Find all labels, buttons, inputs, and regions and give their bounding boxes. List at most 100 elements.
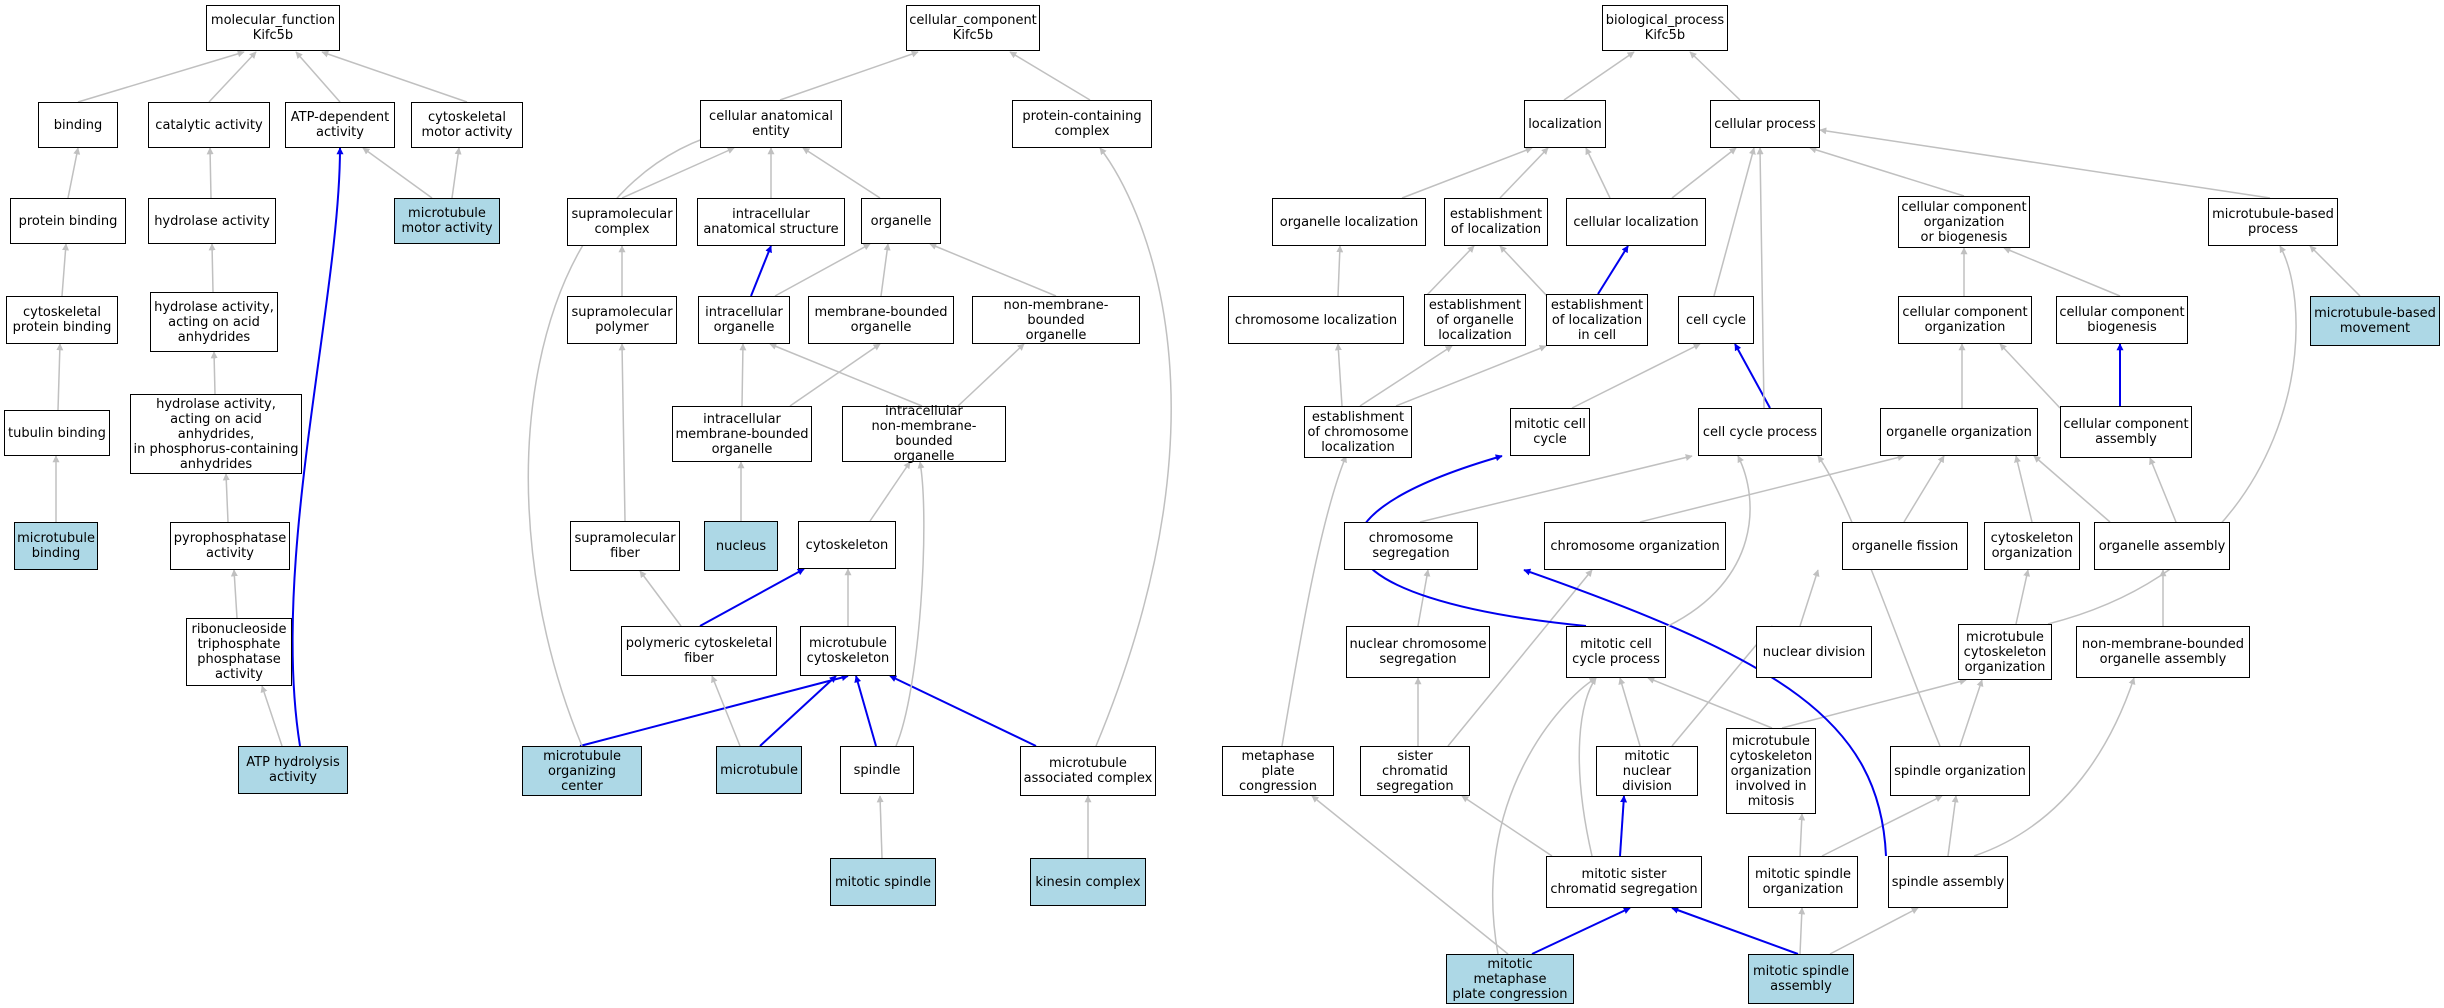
edge-15 [260,685,283,747]
node-hydrolase-activity[interactable]: hydrolase activity [148,198,276,244]
node-kinesin-complex[interactable]: kinesin complex [1030,858,1146,906]
edge-11 [210,351,218,395]
node-microtubule-cytoskeleton[interactable]: microtubule cytoskeleton [800,626,896,676]
edge-106 [1667,455,1751,627]
node-cytoskeletal-protein-binding[interactable]: cytoskeletal protein binding [6,296,118,344]
node-localization[interactable]: localization [1524,100,1606,148]
node-supramolecular-fiber[interactable]: supramolecular fiber [570,521,680,571]
node-microtubule-associated-complex[interactable]: microtubule associated complex [1020,746,1156,796]
node-cytoskeleton-organization[interactable]: cytoskeleton organization [1984,522,2080,570]
node-atp-dependent-activity[interactable]: ATP-dependent activity [285,102,395,148]
node-establishment-of-chromosome-localization[interactable]: establishment of chromosome localization [1304,406,1412,458]
edge-31 [618,343,626,522]
node-protein-binding[interactable]: protein binding [10,198,126,244]
node-organelle[interactable]: organelle [861,198,941,244]
node-chromosome-segregation[interactable]: chromosome segregation [1344,522,1478,570]
edge-103 [1829,907,1919,955]
node-cellular-anatomical-entity[interactable]: cellular anatomical entity [700,100,842,148]
node-mf-root[interactable]: molecular_function Kifc5b [206,5,340,51]
edge-86 [1671,625,1773,747]
edge-14 [230,569,238,619]
node-mitotic-spindle-organization[interactable]: mitotic spindle organization [1748,856,1858,908]
node-microtubule-cytoskeleton-organization-involved-in-mitosis[interactable]: microtubule cytoskeleton organization in… [1726,728,1816,814]
node-organelle-assembly[interactable]: organelle assembly [2094,522,2230,570]
edge-98 [1311,795,1509,955]
node-hydrolase-phosphorus[interactable]: hydrolase activity, acting on acid anhyd… [130,394,302,474]
node-microtubule-motor-activity[interactable]: microtubule motor activity [394,198,500,244]
node-supramolecular-polymer[interactable]: supramolecular polymer [567,296,677,344]
edge-41 [889,675,1037,747]
node-intracellular-non-membrane-bounded-organelle[interactable]: intracellular non-membrane-bounded organ… [842,404,1006,464]
node-intracellular-anatomical-structure[interactable]: intracellular anatomical structure [697,198,845,246]
node-binding[interactable]: binding [38,102,118,148]
edge-35 [699,568,805,627]
node-intracellular-membrane-bounded-organelle[interactable]: intracellular membrane-bounded organelle [672,406,812,462]
edge-59 [1713,147,1756,297]
node-atp-hydrolysis-activity[interactable]: ATP hydrolysis activity [238,746,348,794]
node-spindle[interactable]: spindle [840,746,914,794]
node-cellular-component-organization-or-biogenesis[interactable]: cellular component organization or bioge… [1898,196,2030,248]
node-pyrophosphatase-activity[interactable]: pyrophosphatase activity [170,522,290,570]
node-establishment-of-localization-in-cell[interactable]: establishment of localization in cell [1546,294,1648,346]
node-chromosome-localization[interactable]: chromosome localization [1228,296,1404,344]
edge-107 [2047,245,2297,625]
node-cell-cycle[interactable]: cell cycle [1678,296,1754,344]
edge-24 [774,243,871,297]
edge-80 [2015,569,2031,625]
node-spindle-organization[interactable]: spindle organization [1890,746,2030,796]
node-cellular-localization[interactable]: cellular localization [1566,198,1706,246]
node-cytoskeletal-motor-activity[interactable]: cytoskeletal motor activity [411,102,523,148]
node-polymeric-cytoskeletal-fiber[interactable]: polymeric cytoskeletal fiber [621,626,777,676]
edge-42 [895,461,925,747]
edge-18 [1009,51,1091,101]
node-nucleus[interactable]: nucleus [704,521,778,571]
edge-51 [1585,147,1611,199]
node-cellular-component-biogenesis[interactable]: cellular component biogenesis [2056,296,2188,344]
node-microtubule[interactable]: microtubule [716,746,802,794]
edge-17 [779,50,919,101]
node-microtubule-based-process[interactable]: microtubule-based process [2208,198,2338,246]
node-nuclear-chromosome-segregation[interactable]: nuclear chromosome segregation [1346,626,1490,678]
node-establishment-of-organelle-localization[interactable]: establishment of organelle localization [1424,294,1526,346]
node-bp-root[interactable]: biological_process Kifc5b [1602,5,1728,51]
node-cellular-component-assembly[interactable]: cellular component assembly [2060,406,2192,458]
node-tubulin-binding[interactable]: tubulin binding [4,410,110,456]
node-cc-root[interactable]: cellular_component Kifc5b [906,5,1040,51]
node-mitotic-nuclear-division[interactable]: mitotic nuclear division [1596,746,1698,796]
node-spindle-assembly[interactable]: spindle assembly [1888,856,2008,908]
edge-19 [621,147,735,199]
node-cellular-component-organization[interactable]: cellular component organization [1898,296,2032,344]
node-mitotic-cell-cycle[interactable]: mitotic cell cycle [1510,408,1590,456]
node-organelle-fission[interactable]: organelle fission [1842,522,1968,570]
node-microtubule-binding[interactable]: microtubule binding [14,522,98,570]
node-membrane-bounded-organelle[interactable]: membrane-bounded organelle [808,296,954,344]
node-microtubule-based-movement[interactable]: microtubule-based movement [2310,296,2440,346]
node-metaphase-plate-congression[interactable]: metaphase plate congression [1222,746,1334,796]
node-sister-chromatid-segregation[interactable]: sister chromatid segregation [1360,746,1470,796]
node-microtubule-organizing-center[interactable]: microtubule organizing center [522,746,642,796]
node-microtubule-cytoskeleton-organization[interactable]: microtubule cytoskeleton organization [1958,624,2052,680]
node-mitotic-spindle[interactable]: mitotic spindle [830,858,936,906]
node-mitotic-sister-chromatid-segregation[interactable]: mitotic sister chromatid segregation [1546,856,1702,908]
node-cell-cycle-process[interactable]: cell cycle process [1698,408,1822,456]
node-hydrolase-acid-anhydrides[interactable]: hydrolase activity, acting on acid anhyd… [150,292,278,352]
node-non-membrane-bounded-organelle-assembly[interactable]: non-membrane-bounded organelle assembly [2076,626,2250,678]
node-supramolecular-complex[interactable]: supramolecular complex [567,198,677,246]
node-organelle-localization[interactable]: organelle localization [1272,198,1426,246]
node-catalytic-activity[interactable]: catalytic activity [148,102,270,148]
node-mitotic-metaphase-plate-congression[interactable]: mitotic metaphase plate congression [1446,954,1574,1004]
node-mitotic-cell-cycle-process[interactable]: mitotic cell cycle process [1566,626,1666,678]
edge-0 [77,50,245,103]
node-establishment-of-localization[interactable]: establishment of localization [1444,198,1548,246]
edge-53 [1809,146,1965,197]
node-chromosome-organization[interactable]: chromosome organization [1544,522,1726,570]
node-rntp-phosphatase-activity[interactable]: ribonucleoside triphosphate phosphatase … [186,618,292,686]
node-non-membrane-bounded-organelle[interactable]: non-membrane-bounded organelle [972,296,1140,344]
node-organelle-organization[interactable]: organelle organization [1880,408,2038,456]
node-nuclear-division[interactable]: nuclear division [1756,626,1872,678]
node-cytoskeleton[interactable]: cytoskeleton [798,521,896,569]
node-cellular-process[interactable]: cellular process [1710,100,1820,148]
node-mitotic-spindle-assembly[interactable]: mitotic spindle assembly [1748,954,1854,1004]
node-protein-containing-complex[interactable]: protein-containing complex [1012,100,1152,148]
node-intracellular-organelle[interactable]: intracellular organelle [698,296,790,344]
